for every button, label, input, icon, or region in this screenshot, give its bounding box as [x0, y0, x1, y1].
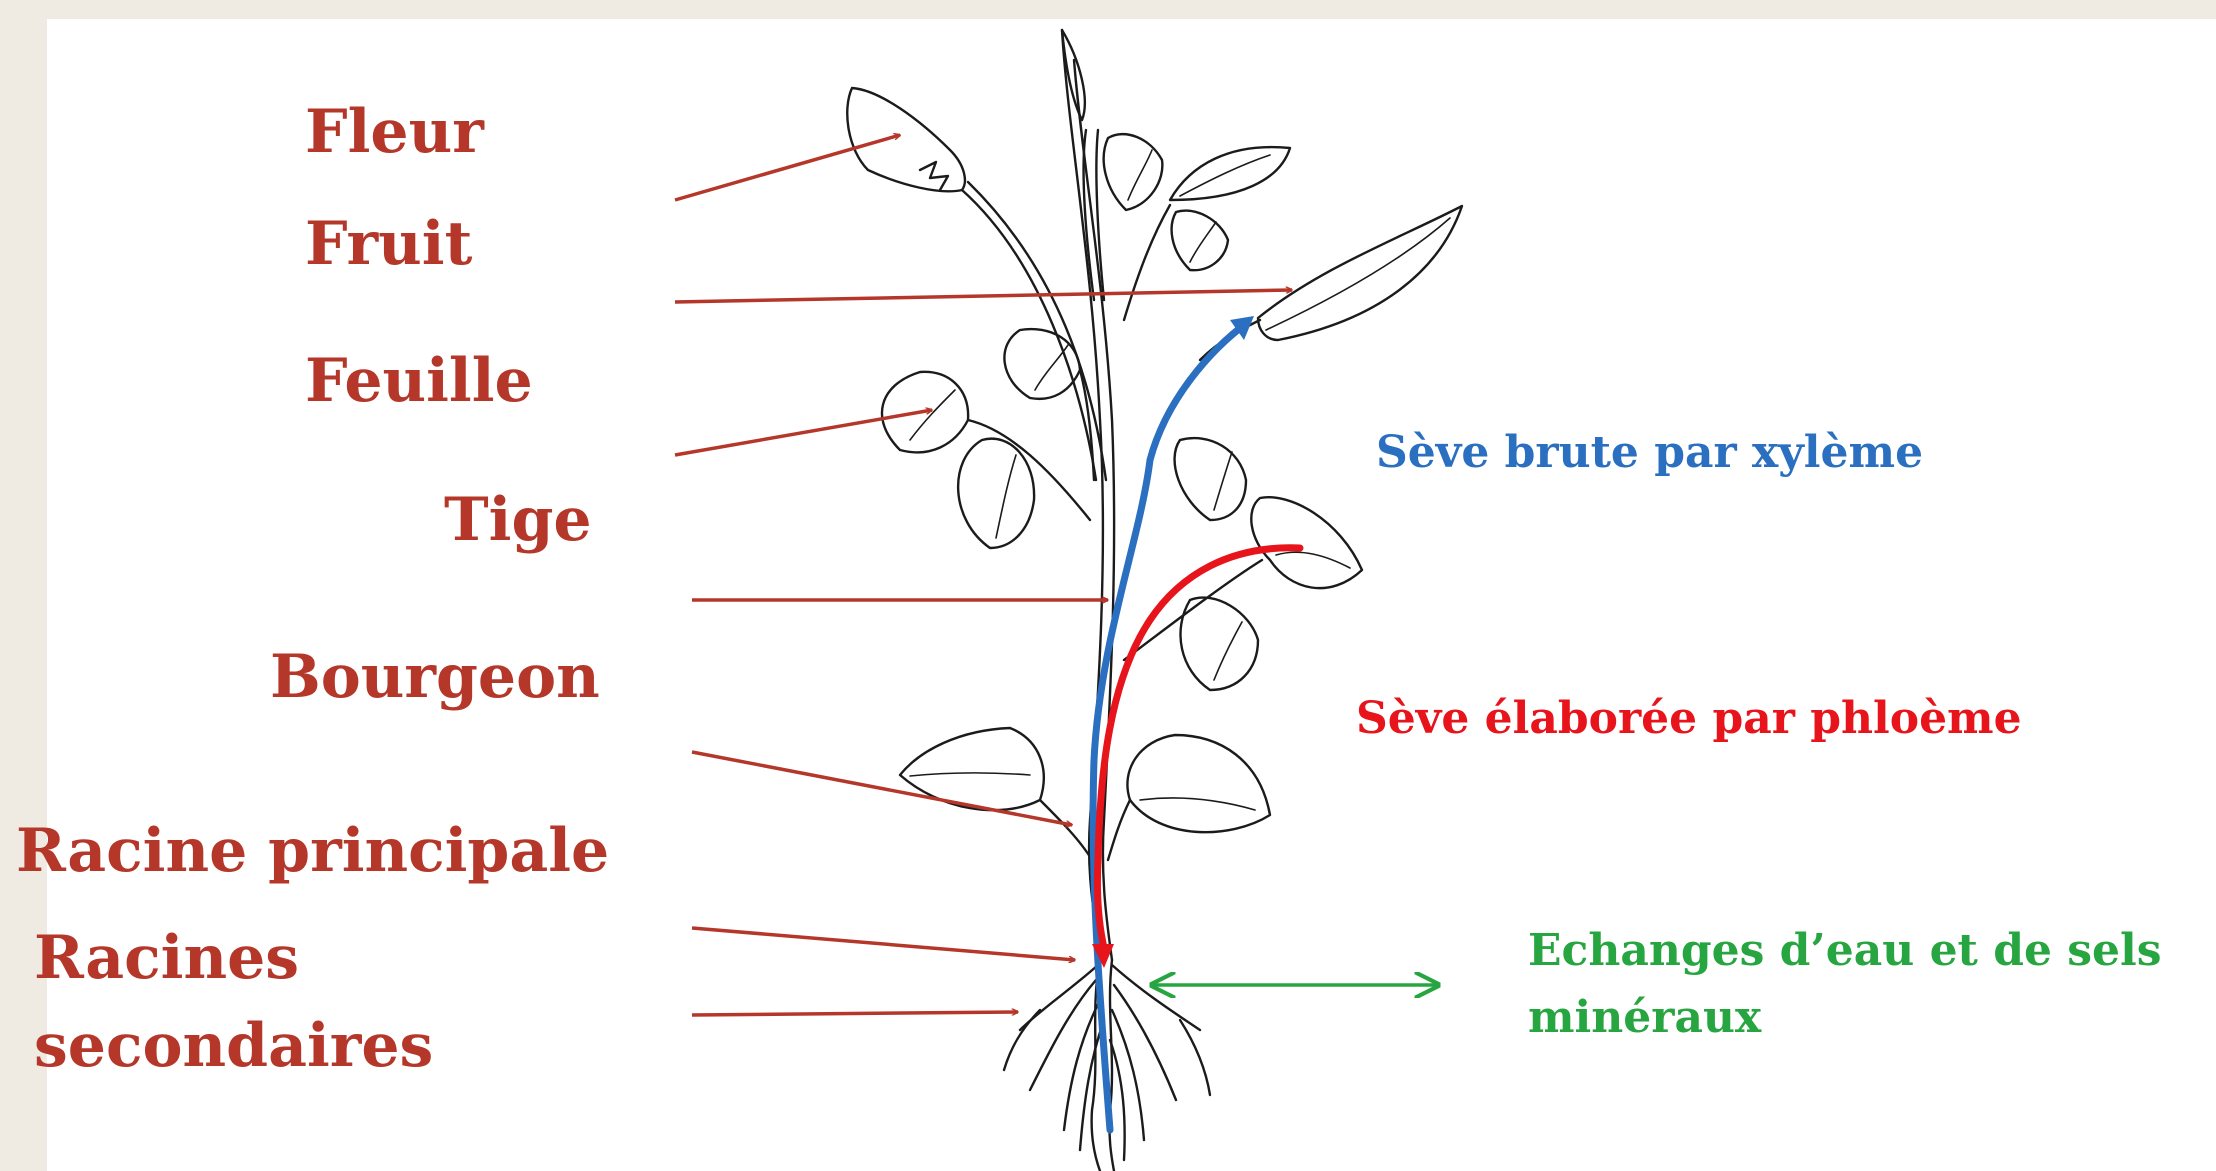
label-racines: Racines: [34, 924, 299, 993]
label-fruit: Fruit: [305, 210, 472, 279]
arrow-racine-principale: [692, 928, 1075, 960]
label-bourgeon: Bourgeon: [270, 643, 600, 712]
phloem-flow-line: [1097, 548, 1300, 948]
leaf-right-1: [1172, 211, 1228, 271]
flower-stalk: [962, 190, 1096, 480]
legend-phloem: Sève élaborée par phloème: [1356, 694, 2022, 745]
top-leaf-left: [1104, 134, 1163, 210]
arrow-fruit: [675, 290, 1292, 302]
legend-exchange-line1: Echanges d’eau et de sels: [1528, 926, 2162, 977]
leaf-right-lower: [1180, 598, 1258, 690]
label-tige: Tige: [444, 486, 592, 555]
label-fleur: Fleur: [305, 98, 484, 167]
label-secondaires: secondaires: [34, 1012, 433, 1081]
arrow-racines-secondaires: [692, 1012, 1018, 1015]
legend-exchange-line2: minéraux: [1528, 993, 1761, 1044]
arrow-bourgeon: [692, 752, 1072, 825]
label-feuille: Feuille: [305, 347, 533, 416]
leaf-bottom-right: [1127, 735, 1270, 832]
leaf-right-heart: [1251, 497, 1362, 588]
arrow-feuille: [675, 410, 932, 455]
legend-xylem: Sève brute par xylème: [1376, 428, 1923, 479]
leaf-right-mid: [1175, 438, 1246, 520]
label-racine-principale: Racine principale: [16, 817, 609, 886]
leaf-left-mid: [958, 439, 1034, 548]
